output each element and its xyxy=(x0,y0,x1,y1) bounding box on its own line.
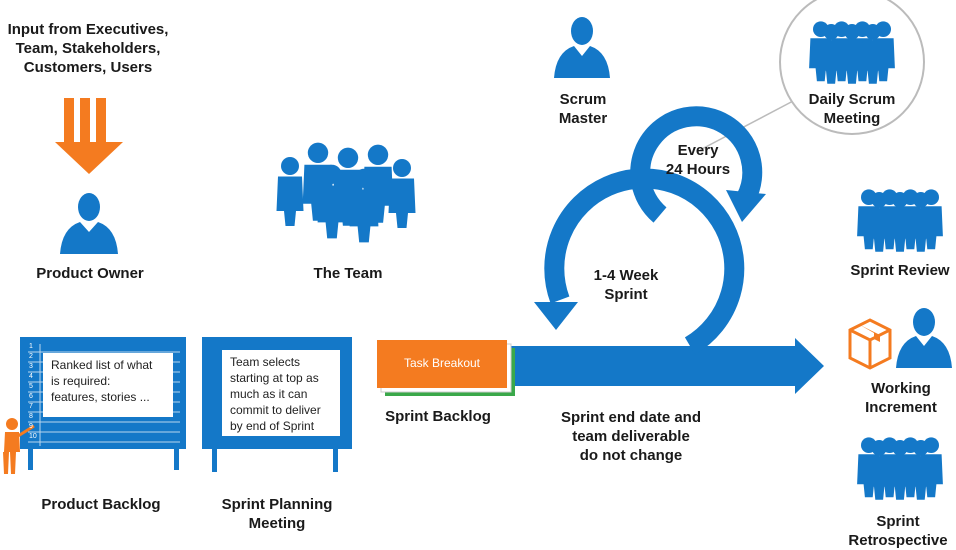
board-text-line: much as it can xyxy=(230,387,308,401)
sprint-planning-board-text: Team selects starting at top as much as … xyxy=(222,350,340,436)
board-text-line: by end of Sprint xyxy=(230,419,315,433)
product-backlog-row-numbers: 1 2 3 4 5 6 7 8 9 10 xyxy=(29,342,37,442)
sprint-duration-label: 1-4 Week Sprint xyxy=(576,266,676,304)
sprint-cycle-arrowhead-icon xyxy=(534,302,578,330)
sprint-planning-label: Sprint Planning Meeting xyxy=(207,495,347,533)
sprint-retrospective-line: Retrospective xyxy=(848,532,948,549)
board-text-line: Ranked list of what xyxy=(51,358,153,372)
task-breakout-card: Task Breakout xyxy=(377,340,507,388)
row-number: 8 xyxy=(29,413,33,420)
daily-scrum-group-icon xyxy=(809,21,895,83)
sprint-duration-line: Sprint xyxy=(604,286,648,303)
daily-scrum-label-line: Meeting xyxy=(823,110,881,127)
sprint-planning-label-line: Sprint Planning xyxy=(221,496,333,513)
working-increment-line: Working xyxy=(871,380,931,397)
row-number: 3 xyxy=(29,363,33,370)
sprint-timeline-arrow xyxy=(500,338,824,394)
product-backlog-label: Product Backlog xyxy=(41,496,161,513)
row-number: 9 xyxy=(29,423,33,430)
presenter-icon xyxy=(3,418,35,474)
board-text-line: is required: xyxy=(51,374,111,388)
board-text-line: starting at top as xyxy=(230,371,319,385)
sprint-end-line: Sprint end date and xyxy=(560,409,701,426)
input-label-line: Team, Stakeholders, xyxy=(15,40,161,57)
sprint-end-line: team deliverable xyxy=(572,428,690,445)
sprint-review-group-icon xyxy=(857,189,943,251)
board-text-line: features, stories ... xyxy=(51,390,150,404)
input-label: Input from Executives, Team, Stakeholder… xyxy=(2,20,174,77)
scrum-master-label-line: Master xyxy=(558,110,608,127)
every-24-hours-line: 24 Hours xyxy=(665,161,731,178)
input-label-line: Input from Executives, xyxy=(7,21,169,38)
sprint-end-label: Sprint end date and team deliverable do … xyxy=(548,408,714,465)
sprint-retrospective-label: Sprint Retrospective xyxy=(840,512,956,550)
daily-cycle-icon xyxy=(630,106,763,223)
the-team-label: The Team xyxy=(313,265,383,282)
input-label-line: Customers, Users xyxy=(23,59,153,76)
input-down-arrow-icon xyxy=(55,98,123,174)
sprint-review-label: Sprint Review xyxy=(850,262,950,279)
daily-scrum-connector xyxy=(699,99,796,151)
working-increment-label: Working Increment xyxy=(848,379,954,417)
sprint-retrospective-line: Sprint xyxy=(876,513,920,530)
increment-box-icon xyxy=(848,318,892,370)
scrum-master-label-line: Scrum xyxy=(559,91,607,108)
sprint-duration-line: 1-4 Week xyxy=(593,267,659,284)
row-number: 2 xyxy=(29,353,33,360)
row-number: 1 xyxy=(29,343,33,350)
the-team-crowd-icon xyxy=(276,142,416,243)
product-backlog-board-text: Ranked list of what is required: feature… xyxy=(43,353,173,417)
sprint-end-line: do not change xyxy=(579,447,683,464)
sprint-cycle-icon xyxy=(544,168,745,355)
sprint-planning-label-line: Meeting xyxy=(248,515,306,532)
row-number: 5 xyxy=(29,383,33,390)
row-number: 7 xyxy=(29,403,33,410)
daily-scrum-label-line: Daily Scrum xyxy=(808,91,896,108)
board-text-line: commit to deliver xyxy=(230,403,321,417)
daily-scrum-label: Daily Scrum Meeting xyxy=(797,90,907,128)
board-text-line: Team selects xyxy=(230,355,301,369)
product-owner-label: Product Owner xyxy=(36,265,144,282)
scrum-master-label: Scrum Master xyxy=(540,90,626,128)
every-24-hours-line: Every xyxy=(677,142,719,159)
row-number: 10 xyxy=(29,433,37,440)
product-owner-icon xyxy=(60,193,118,254)
row-number: 4 xyxy=(29,373,33,380)
scrum-master-icon xyxy=(554,17,610,78)
sprint-retrospective-group-icon xyxy=(857,437,943,499)
row-number: 6 xyxy=(29,393,33,400)
every-24-hours-label: Every 24 Hours xyxy=(656,141,740,179)
increment-person-icon xyxy=(896,308,952,368)
working-increment-line: Increment xyxy=(865,399,937,416)
daily-cycle-arrowhead-icon xyxy=(726,190,766,222)
sprint-backlog-label: Sprint Backlog xyxy=(385,408,491,425)
